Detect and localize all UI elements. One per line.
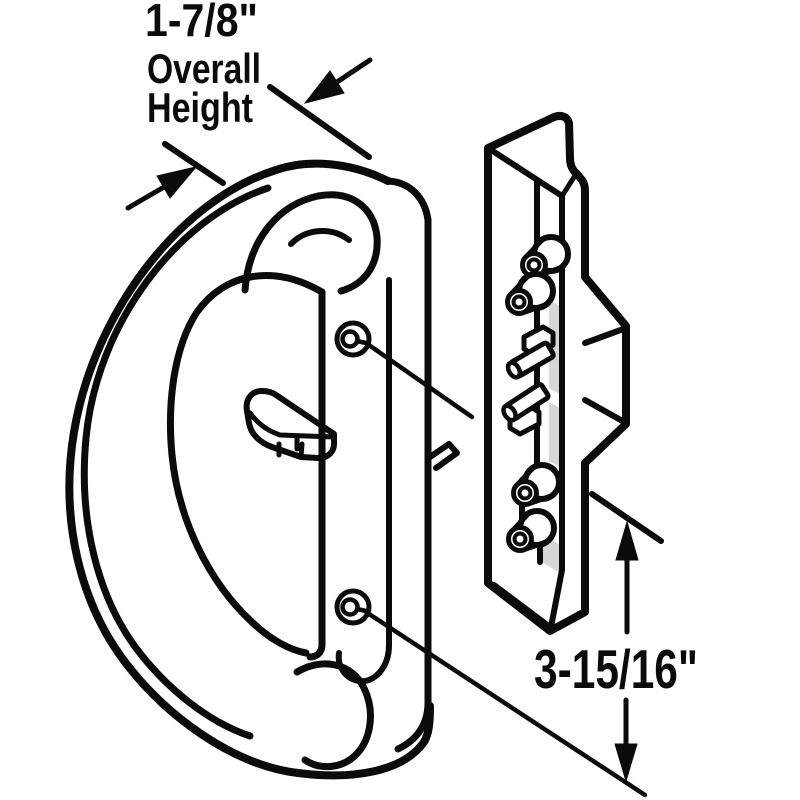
leader-lines bbox=[363, 340, 648, 798]
spindle-stub bbox=[427, 441, 460, 471]
overall-height-caption-line2: Height bbox=[147, 84, 253, 131]
grip-top-curl bbox=[241, 191, 381, 295]
dim2-tick-upper bbox=[589, 491, 664, 544]
dim1-tick-lower bbox=[162, 141, 226, 186]
dim1-tick-upper bbox=[267, 84, 372, 160]
boss-lower-back bbox=[511, 462, 562, 507]
backplate-left-edge bbox=[306, 288, 326, 661]
lock-pin-lower bbox=[501, 382, 551, 423]
bracket-rail-right-edge bbox=[548, 193, 565, 630]
mounting-bracket bbox=[484, 111, 630, 635]
dim1-arrow-upper-head bbox=[303, 70, 345, 104]
dim1-arrow-lower-head bbox=[156, 166, 198, 199]
tab-lower-fold bbox=[582, 397, 629, 426]
boss-lower-front bbox=[506, 508, 557, 553]
dim1-arrow-upper-shaft bbox=[334, 57, 373, 85]
leader-top-screw bbox=[363, 340, 475, 420]
dim2-arrow-down-head bbox=[614, 743, 638, 783]
tab-upper-fold bbox=[582, 325, 629, 346]
bracket-bottom-inner-edge bbox=[491, 582, 549, 627]
handle-backplate bbox=[384, 177, 432, 753]
lock-pin-upper bbox=[505, 340, 556, 380]
handle-grip-accent bbox=[80, 184, 272, 740]
bracket-top-face-edge bbox=[485, 145, 565, 199]
dim1-arrow-lower-shaft bbox=[125, 184, 167, 211]
latch-lever bbox=[243, 388, 338, 461]
door-handle bbox=[65, 159, 460, 780]
dimension-overall-height: 1-7/8" Overall Height bbox=[125, 0, 373, 211]
handle-grip-outline bbox=[65, 159, 434, 780]
grip-bottom-curl bbox=[293, 660, 374, 771]
boss-upper-front bbox=[505, 271, 556, 316]
grip-top-curl-inner bbox=[288, 227, 352, 247]
screw-hole-bottom bbox=[334, 588, 372, 626]
leader-bottom-screw bbox=[363, 609, 648, 798]
dim2-arrow-up-head bbox=[615, 520, 639, 561]
handle-grip-opening bbox=[167, 272, 326, 657]
screw-hole-top bbox=[334, 320, 372, 358]
bracket-notch-edge bbox=[559, 171, 579, 199]
overall-height-value: 1-7/8" bbox=[145, 0, 258, 46]
dimension-bracket-height: 3-15/16" bbox=[534, 491, 698, 783]
overall-height-caption-line1: Overall bbox=[147, 45, 261, 92]
bracket-height-value: 3-15/16" bbox=[534, 638, 698, 700]
